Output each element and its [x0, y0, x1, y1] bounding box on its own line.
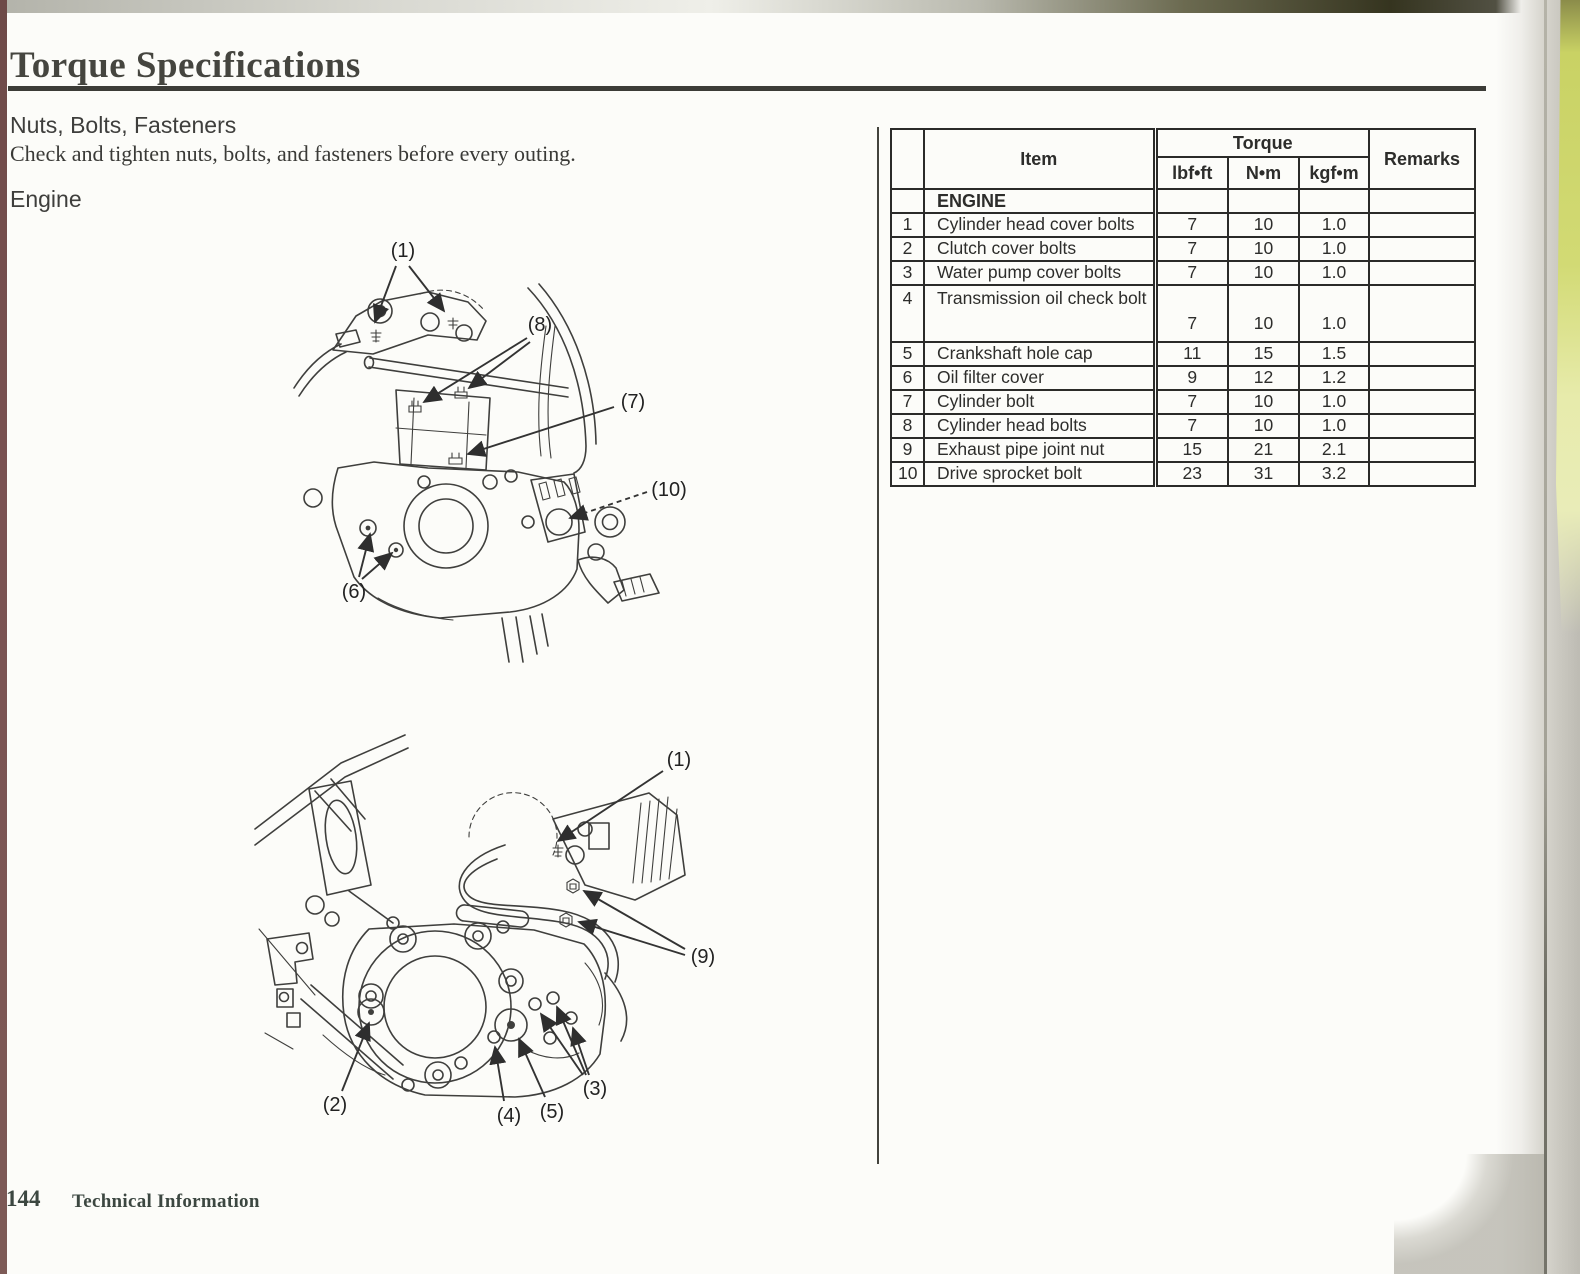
section-heading: Nuts, Bolts, Fasteners [10, 112, 237, 138]
callout-label-1: (1) [667, 749, 691, 771]
bolt-target-8b [454, 386, 468, 399]
bolt-target-7 [448, 452, 463, 465]
bolt-target-1b [447, 317, 459, 330]
remarks-cell [1368, 389, 1477, 415]
unit-kgfm: kgf•m [1297, 156, 1371, 190]
table-section-row: ENGINE [890, 188, 1477, 214]
remarks-cell [1368, 461, 1477, 487]
callout-label-10: (10) [651, 479, 687, 501]
item-header: Item [923, 128, 1158, 190]
cover-bolts [358, 922, 524, 1089]
page-number: 144 [6, 1186, 41, 1211]
callout-label-2: (2) [323, 1094, 347, 1116]
bolt-target-9a [566, 878, 580, 894]
bolt-target-10 [545, 508, 573, 536]
column-divider [877, 127, 879, 1164]
bolt-target-4 [487, 1030, 501, 1044]
table-row: 8 Cylinder head bolts 7 10 1.0 [890, 413, 1477, 439]
remarks-cell [1368, 413, 1477, 439]
callouts-top: (1) (8) (7) (10) (6) [342, 240, 687, 603]
remarks-cell [1368, 260, 1477, 286]
bolt-target-8a [408, 400, 422, 413]
section-label: ENGINE [923, 188, 1158, 214]
table-row: 9 Exhaust pipe joint nut 15 21 2.1 [890, 437, 1477, 463]
remarks-cell [1368, 341, 1477, 367]
unit-lbfft: lbf•ft [1154, 156, 1229, 190]
section-body-text: Check and tighten nuts, bolts, and faste… [10, 141, 576, 166]
title-rule [8, 86, 1486, 91]
table-row: 1 Cylinder head cover bolts 7 10 1.0 [890, 212, 1477, 238]
remarks-cell [1368, 437, 1477, 463]
engine-outline-top [293, 283, 660, 663]
table-units-row: lbf•ft N•m kgf•m [891, 156, 1475, 190]
unit-nm: N•m [1227, 156, 1300, 190]
engine-outline-bottom [254, 734, 686, 1098]
callout-label-6: (6) [342, 581, 366, 603]
torque-header: Torque [1153, 128, 1371, 158]
callout-label-5: (5) [540, 1101, 564, 1123]
scan-edge-bottom-corner [1394, 1154, 1544, 1274]
remarks-cell [1368, 212, 1477, 238]
table-row: 5 Crankshaft hole cap 11 15 1.5 [890, 341, 1477, 367]
bolt-target-6b [388, 542, 404, 558]
corner-cell [890, 128, 925, 190]
bolt-target-2 [357, 998, 385, 1026]
table-row: 10 Drive sprocket bolt 23 31 3.2 [890, 461, 1477, 487]
bolt-target-1 [552, 844, 564, 858]
callout-label-1: (1) [391, 240, 415, 262]
table-row: 6 Oil filter cover 9 12 1.2 [890, 365, 1477, 391]
engine-diagram-bottom: (1) (9) (3) (4) (5) (2) [253, 733, 745, 1157]
callout-label-8: (8) [528, 314, 552, 336]
table-row: 2 Clutch cover bolts 7 10 1.0 [890, 236, 1477, 262]
footer-section-title: Technical Information [72, 1191, 260, 1212]
callout-label-4: (4) [497, 1105, 521, 1127]
scan-edge-right-line [1544, 0, 1547, 1274]
bolt-target-1a [370, 329, 382, 343]
callout-label-9: (9) [691, 946, 715, 968]
table-header-row: Item Torque Remarks [890, 128, 1477, 190]
callout-label-7: (7) [621, 391, 645, 413]
bolt-target-6a [359, 519, 377, 537]
remarks-cell [1368, 236, 1477, 262]
table-row: 7 Cylinder bolt 7 10 1.0 [890, 389, 1477, 415]
table-row: 4 Transmission oil check bolt 7 10 1.0 [890, 284, 1477, 343]
callout-label-3: (3) [583, 1078, 607, 1100]
page-title: Torque Specifications [10, 45, 361, 86]
torque-spec-table: Item Torque Remarks lbf•ft N•m kgf•m ENG… [890, 128, 1477, 487]
callouts-bottom: (1) (9) (3) (4) (5) (2) [323, 749, 715, 1127]
scan-edge-top [0, 0, 1580, 13]
remarks-header: Remarks [1368, 128, 1477, 190]
engine-heading: Engine [10, 186, 82, 212]
remarks-cell [1368, 284, 1477, 343]
remarks-cell [1368, 365, 1477, 391]
table-row: 3 Water pump cover bolts 7 10 1.0 [890, 260, 1477, 286]
bolt-target-9b [559, 912, 573, 928]
bolt-target-5 [494, 1008, 528, 1042]
engine-diagram-top: (1) (8) (7) (10) (6) [278, 230, 702, 666]
scan-edge-left [0, 0, 7, 1274]
